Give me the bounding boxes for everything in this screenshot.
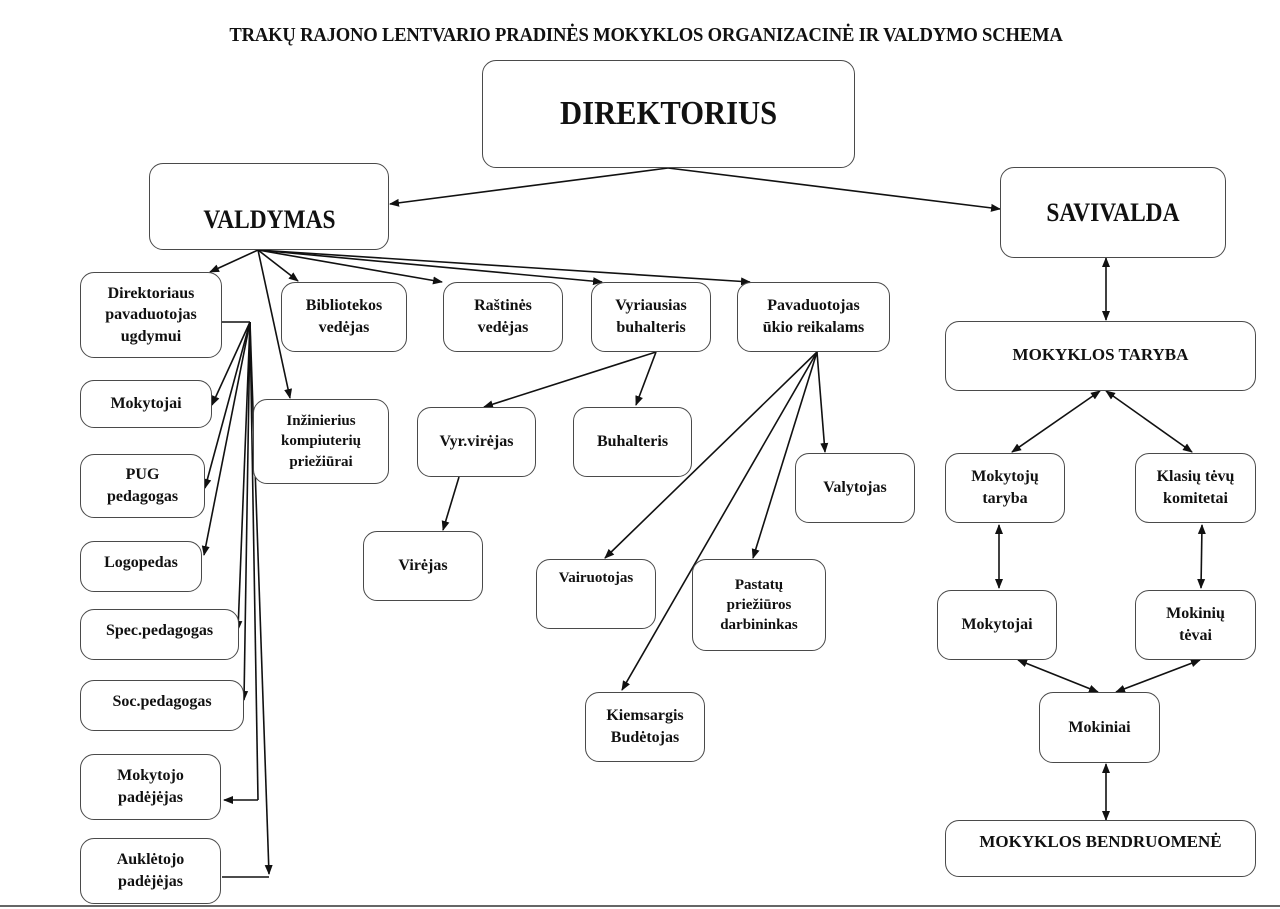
node-aukletojo-padejejas: Auklėtojo padėjėjas — [80, 838, 221, 904]
node-pavaduotojas-ugdymui: Direktoriaus pavaduotojas ugdymui — [80, 272, 222, 358]
node-label: Mokytojo padėjėjas — [117, 767, 184, 806]
node-label: Inžinierius kompiuterių priežiūrai — [280, 413, 361, 470]
arrow-valdymas-ukio — [257, 249, 751, 286]
node-klasiu-komitetai: Klasių tėvų komitetai — [1135, 453, 1256, 523]
arrow-valdymas-rastine — [257, 249, 443, 285]
arrow-hub-spec — [234, 321, 251, 631]
node-mokytojai-right: Mokytojai — [937, 590, 1057, 660]
node-direktorius: DIREKTORIUS — [482, 60, 855, 168]
node-label: VALDYMAS — [202, 204, 336, 234]
node-inzinierius: Inžinierius kompiuterių priežiūrai — [253, 399, 389, 484]
node-label: Spec.pedagogas — [105, 622, 214, 639]
arrow-tevai-mokiniai — [1115, 659, 1201, 693]
node-mokiniai: Mokiniai — [1039, 692, 1160, 763]
node-mokytojai-left: Mokytojai — [80, 380, 212, 428]
arrow-direktorius-savivalda — [667, 167, 1001, 212]
node-label: Klasių tėvų komitetai — [1156, 468, 1235, 507]
node-label: Virėjas — [398, 557, 448, 575]
node-pavaduotojas-ukio: Pavaduotojas ūkio reikalams — [737, 282, 890, 352]
node-vairuotojas: Vairuotojas — [536, 559, 656, 629]
node-label: Vyr.virėjas — [439, 433, 514, 451]
node-label: DIREKTORIUS — [559, 95, 778, 133]
node-buhalteris: Buhalteris — [573, 407, 692, 477]
arrow-ukio-valytojas — [816, 351, 829, 453]
arrow-direktorius-valdymas — [389, 167, 669, 207]
diagram-title: TRAKŲ RAJONO LENTVARIO PRADINĖS MOKYKLOS… — [229, 24, 1063, 46]
node-pastatu-darbininkas: Pastatų priežiūros darbininkas — [692, 559, 826, 651]
node-label: MOKYKLOS BENDRUOMENĖ — [979, 832, 1222, 851]
node-label: SAVIVALDA — [1046, 197, 1180, 227]
page-bottom-border — [0, 905, 1280, 907]
node-label: Buhalteris — [596, 433, 669, 451]
node-soc-pedagogas: Soc.pedagogas — [80, 680, 244, 731]
node-rastines-vedejas: Raštinės vedėjas — [443, 282, 563, 352]
node-valdymas: VALDYMAS — [149, 163, 389, 250]
node-mokiniu-tevai: Mokinių tėvai — [1135, 590, 1256, 660]
arrow-vyrbuhalteris-buhalteris — [635, 351, 657, 406]
node-label: Auklėtojo padėjėjas — [116, 851, 185, 890]
node-label: MOKYKLOS TARYBA — [1012, 345, 1189, 364]
node-label: Soc.pedagogas — [112, 693, 212, 710]
node-vyr-buhalteris: Vyriausias buhalteris — [591, 282, 711, 352]
node-label: Mokytojai — [110, 395, 182, 413]
node-label: Mokiniai — [1068, 718, 1131, 736]
node-valytojas: Valytojas — [795, 453, 915, 523]
node-label: Direktoriaus pavaduotojas ugdymui — [105, 284, 197, 345]
arrow-vyrvirejas-virejas — [441, 476, 460, 531]
node-label: Pastatų priežiūros darbininkas — [720, 576, 798, 634]
node-label: Valytojas — [823, 479, 887, 497]
arrow-mokytojai-mokiniai — [1017, 659, 1099, 693]
node-label: Logopedas — [104, 554, 178, 571]
arrow-buhalteris-virejas — [483, 351, 657, 409]
node-spec-pedagogas: Spec.pedagogas — [80, 609, 239, 660]
node-label: Kiemsargis Budėtojas — [606, 707, 684, 746]
arrow-valdymas-buhalteris — [257, 249, 603, 286]
node-mokytoju-taryba: Mokytojų taryba — [945, 453, 1065, 523]
node-vyr-virejas: Vyr.virėjas — [417, 407, 536, 477]
node-pug-pedagogas: PUG pedagogas — [80, 454, 205, 518]
node-label: Mokinių tėvai — [1166, 605, 1225, 644]
node-label: Pavaduotojas ūkio reikalams — [762, 297, 865, 336]
node-kiemsargis: Kiemsargis Budėtojas — [585, 692, 705, 762]
node-label: Vyriausias buhalteris — [615, 297, 687, 336]
node-label: PUG pedagogas — [106, 466, 179, 505]
node-savivalda: SAVIVALDA — [1000, 167, 1226, 258]
node-mokytojo-padejejas: Mokytojo padėjėjas — [80, 754, 221, 820]
arrow-komitetai-tevai — [1197, 524, 1206, 589]
node-label: Mokytojai — [961, 616, 1033, 634]
connector-hub-mokytojo-padejejas — [249, 321, 259, 801]
node-label: Raštinės vedėjas — [474, 297, 532, 336]
node-label: Mokytojų taryba — [971, 468, 1039, 507]
arrow-taryba-mokytoju-taryba — [1011, 390, 1101, 453]
node-label: Bibliotekos vedėjas — [305, 297, 383, 336]
arrow-hub-soc — [240, 321, 251, 701]
arrow-taryba-klasiu-komitetai — [1105, 390, 1193, 453]
node-virejas: Virėjas — [363, 531, 483, 601]
node-label: Vairuotojas — [558, 570, 634, 586]
node-bibliotekos-vedejas: Bibliotekos vedėjas — [281, 282, 407, 352]
node-logopedas: Logopedas — [80, 541, 202, 592]
node-mokyklos-taryba: MOKYKLOS TARYBA — [945, 321, 1256, 391]
arrow-valdymas-pavaduotojas — [209, 249, 259, 273]
arrow-valdymas-biblioteka — [257, 249, 299, 282]
node-mokyklos-bendruomene: MOKYKLOS BENDRUOMENĖ — [945, 820, 1256, 877]
